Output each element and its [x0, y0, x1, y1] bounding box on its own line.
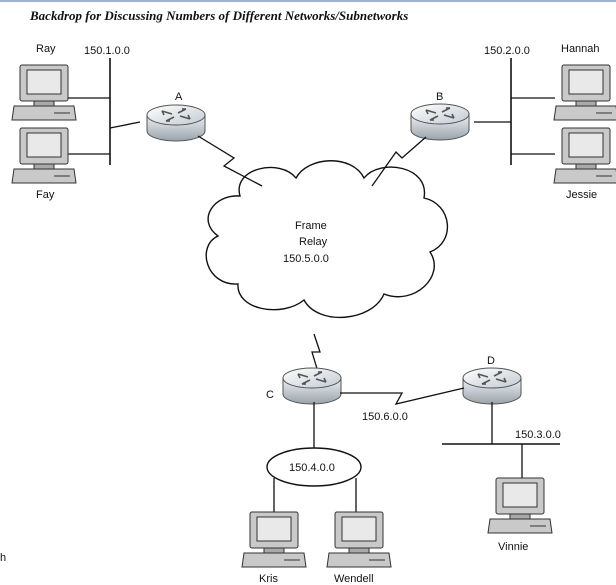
lan-hub-150-4 — [266, 447, 362, 487]
router-label-d: D — [487, 355, 495, 367]
host-label-ray: Ray — [36, 43, 56, 55]
serial-link-c — [311, 333, 321, 373]
network-label-150-4: 150.4.0.0 — [289, 462, 335, 474]
router-label-c: C — [266, 389, 274, 401]
network-label-150-1: 150.1.0.0 — [84, 45, 130, 57]
router-d-icon — [462, 367, 522, 405]
network-label-150-6: 150.6.0.0 — [362, 411, 408, 423]
router-a-icon — [146, 104, 206, 142]
host-label-fay: Fay — [36, 189, 55, 201]
pc-fay-icon — [11, 127, 77, 184]
link-router-a-lan — [109, 121, 141, 129]
pc-wendell-icon — [326, 511, 392, 568]
cloud-label-line1: Frame — [295, 220, 327, 232]
router-b-icon — [410, 103, 470, 141]
serial-link-a — [197, 135, 263, 187]
network-label-150-3: 150.3.0.0 — [515, 429, 561, 441]
router-label-a: A — [175, 91, 183, 103]
pc-ray-icon — [11, 64, 77, 121]
frame-relay-cloud — [205, 160, 448, 319]
host-label-wendell: Wendell — [334, 573, 374, 585]
pc-kris-icon — [241, 511, 307, 568]
host-label-jessie: Jessie — [566, 189, 597, 201]
cloud-label-line3: 150.5.0.0 — [283, 253, 329, 265]
router-label-b: B — [436, 91, 443, 103]
cropped-edge-text: h — [0, 552, 6, 564]
pc-jessie-icon — [553, 127, 616, 184]
diagram-title: Backdrop for Discussing Numbers of Diffe… — [29, 8, 408, 23]
serial-link-c-d — [340, 387, 465, 405]
pc-hannah-icon — [553, 64, 616, 121]
cloud-label-line2: Relay — [299, 236, 328, 248]
pc-vinnie-icon — [487, 477, 553, 534]
host-label-kris: Kris — [259, 573, 278, 585]
router-c-icon — [282, 367, 342, 405]
host-label-vinnie: Vinnie — [498, 541, 528, 553]
serial-link-b — [371, 136, 427, 187]
network-label-150-2: 150.2.0.0 — [484, 45, 530, 57]
host-label-hannah: Hannah — [561, 43, 600, 55]
